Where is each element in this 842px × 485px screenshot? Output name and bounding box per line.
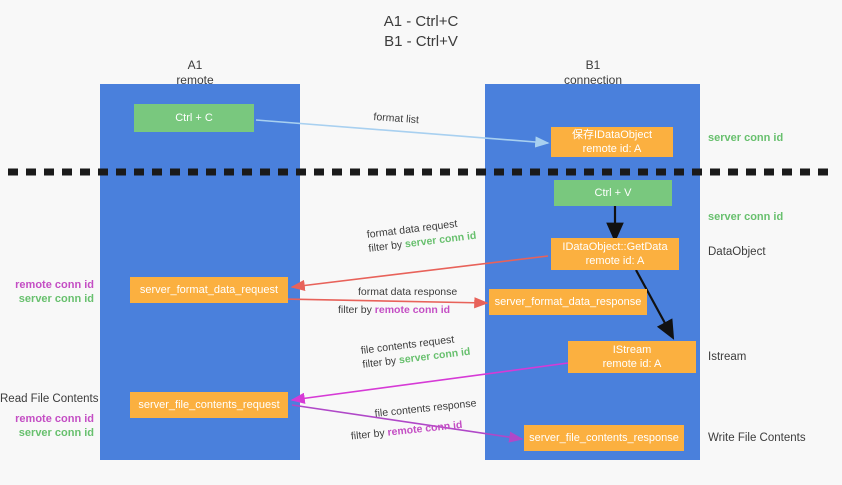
column-header-b1-sub: connection bbox=[563, 73, 623, 87]
box-istream-line2: remote id: A bbox=[602, 358, 662, 370]
edge-label-fdreq-prefix: filter by bbox=[367, 238, 406, 255]
box-save-idataobject-line1: 保存IDataObject bbox=[571, 129, 653, 141]
label-write-file-contents: Write File Contents bbox=[708, 432, 806, 444]
edge-label-format-data-response-line2: filter by remote conn id bbox=[338, 303, 457, 317]
edge-label-file-contents-request: file contents request filter by server c… bbox=[360, 331, 471, 372]
edge-label-file-contents-response-line2: filter by remote conn id bbox=[350, 416, 479, 443]
page-title-line1: A1 - Ctrl+C bbox=[383, 13, 459, 30]
box-istream-line1: IStream bbox=[612, 344, 652, 356]
label-server-conn-id-top: server conn id bbox=[708, 132, 784, 144]
edge-label-fcreq-prefix: filter by bbox=[361, 354, 400, 371]
edge-label-format-list-line1: format list bbox=[373, 110, 420, 127]
label-dataobject: DataObject bbox=[708, 246, 766, 258]
column-header-a1-name: A1 bbox=[187, 58, 203, 72]
box-ctrl-v[interactable]: Ctrl + V bbox=[554, 180, 672, 206]
edge-label-format-data-response-line1: format data response bbox=[358, 286, 458, 298]
label-read-file-contents: Read File Contents bbox=[0, 393, 99, 405]
edge-label-fdres-value: remote conn id bbox=[374, 304, 451, 316]
column-header-a1-sub: remote bbox=[176, 73, 214, 87]
box-server-format-data-response[interactable]: server_format_data_response bbox=[489, 289, 647, 315]
box-idataobject-getdata-line2: remote id: A bbox=[585, 255, 645, 267]
page-title-line2: B1 - Ctrl+V bbox=[384, 33, 458, 50]
edge-label-fcres-prefix: filter by bbox=[350, 426, 389, 443]
label-remote-conn-id-lower: remote conn id bbox=[15, 413, 94, 425]
box-server-file-contents-response-label: server_file_contents_response bbox=[529, 432, 679, 444]
label-server-conn-id-upper: server conn id bbox=[18, 293, 94, 305]
label-server-conn-id-lower: server conn id bbox=[18, 427, 94, 439]
box-idataobject-getdata[interactable]: IDataObject::GetData remote id: A bbox=[551, 238, 679, 270]
edge-label-format-list: format list bbox=[373, 110, 419, 127]
box-save-idataobject[interactable]: 保存IDataObject remote id: A bbox=[551, 127, 673, 157]
column-header-b1: B1 connection bbox=[538, 58, 648, 88]
box-save-idataobject-line2: remote id: A bbox=[582, 143, 642, 155]
column-header-b1-name: B1 bbox=[585, 58, 601, 72]
box-server-file-contents-request[interactable]: server_file_contents_request bbox=[130, 392, 288, 418]
edge-label-fdres-prefix: filter by bbox=[338, 304, 375, 316]
box-idataobject-getdata-line1: IDataObject::GetData bbox=[562, 241, 668, 253]
edge-label-format-data-request: format data request filter by server con… bbox=[366, 215, 477, 256]
box-server-file-contents-response[interactable]: server_file_contents_response bbox=[524, 425, 684, 451]
box-ctrl-c[interactable]: Ctrl + C bbox=[134, 104, 254, 132]
box-server-format-data-request-label: server_format_data_request bbox=[139, 284, 279, 296]
box-ctrl-c-label: Ctrl + C bbox=[175, 112, 213, 124]
box-server-format-data-response-label: server_format_data_response bbox=[494, 296, 642, 308]
column-header-a1: A1 remote bbox=[140, 58, 250, 88]
edge-label-file-contents-response: file contents response filter by remote … bbox=[350, 396, 479, 442]
box-ctrl-v-label: Ctrl + V bbox=[594, 187, 632, 199]
box-istream[interactable]: IStream remote id: A bbox=[568, 341, 696, 373]
label-istream: Istream bbox=[708, 351, 747, 363]
box-server-file-contents-request-label: server_file_contents_request bbox=[138, 399, 280, 411]
box-server-format-data-request[interactable]: server_format_data_request bbox=[130, 277, 288, 303]
edge-label-fcres-value: remote conn id bbox=[386, 418, 464, 439]
edge-label-format-data-response: format data response filter by remote co… bbox=[338, 285, 458, 317]
label-remote-conn-id-upper: remote conn id bbox=[15, 279, 94, 291]
label-server-conn-id-second: server conn id bbox=[708, 211, 784, 223]
